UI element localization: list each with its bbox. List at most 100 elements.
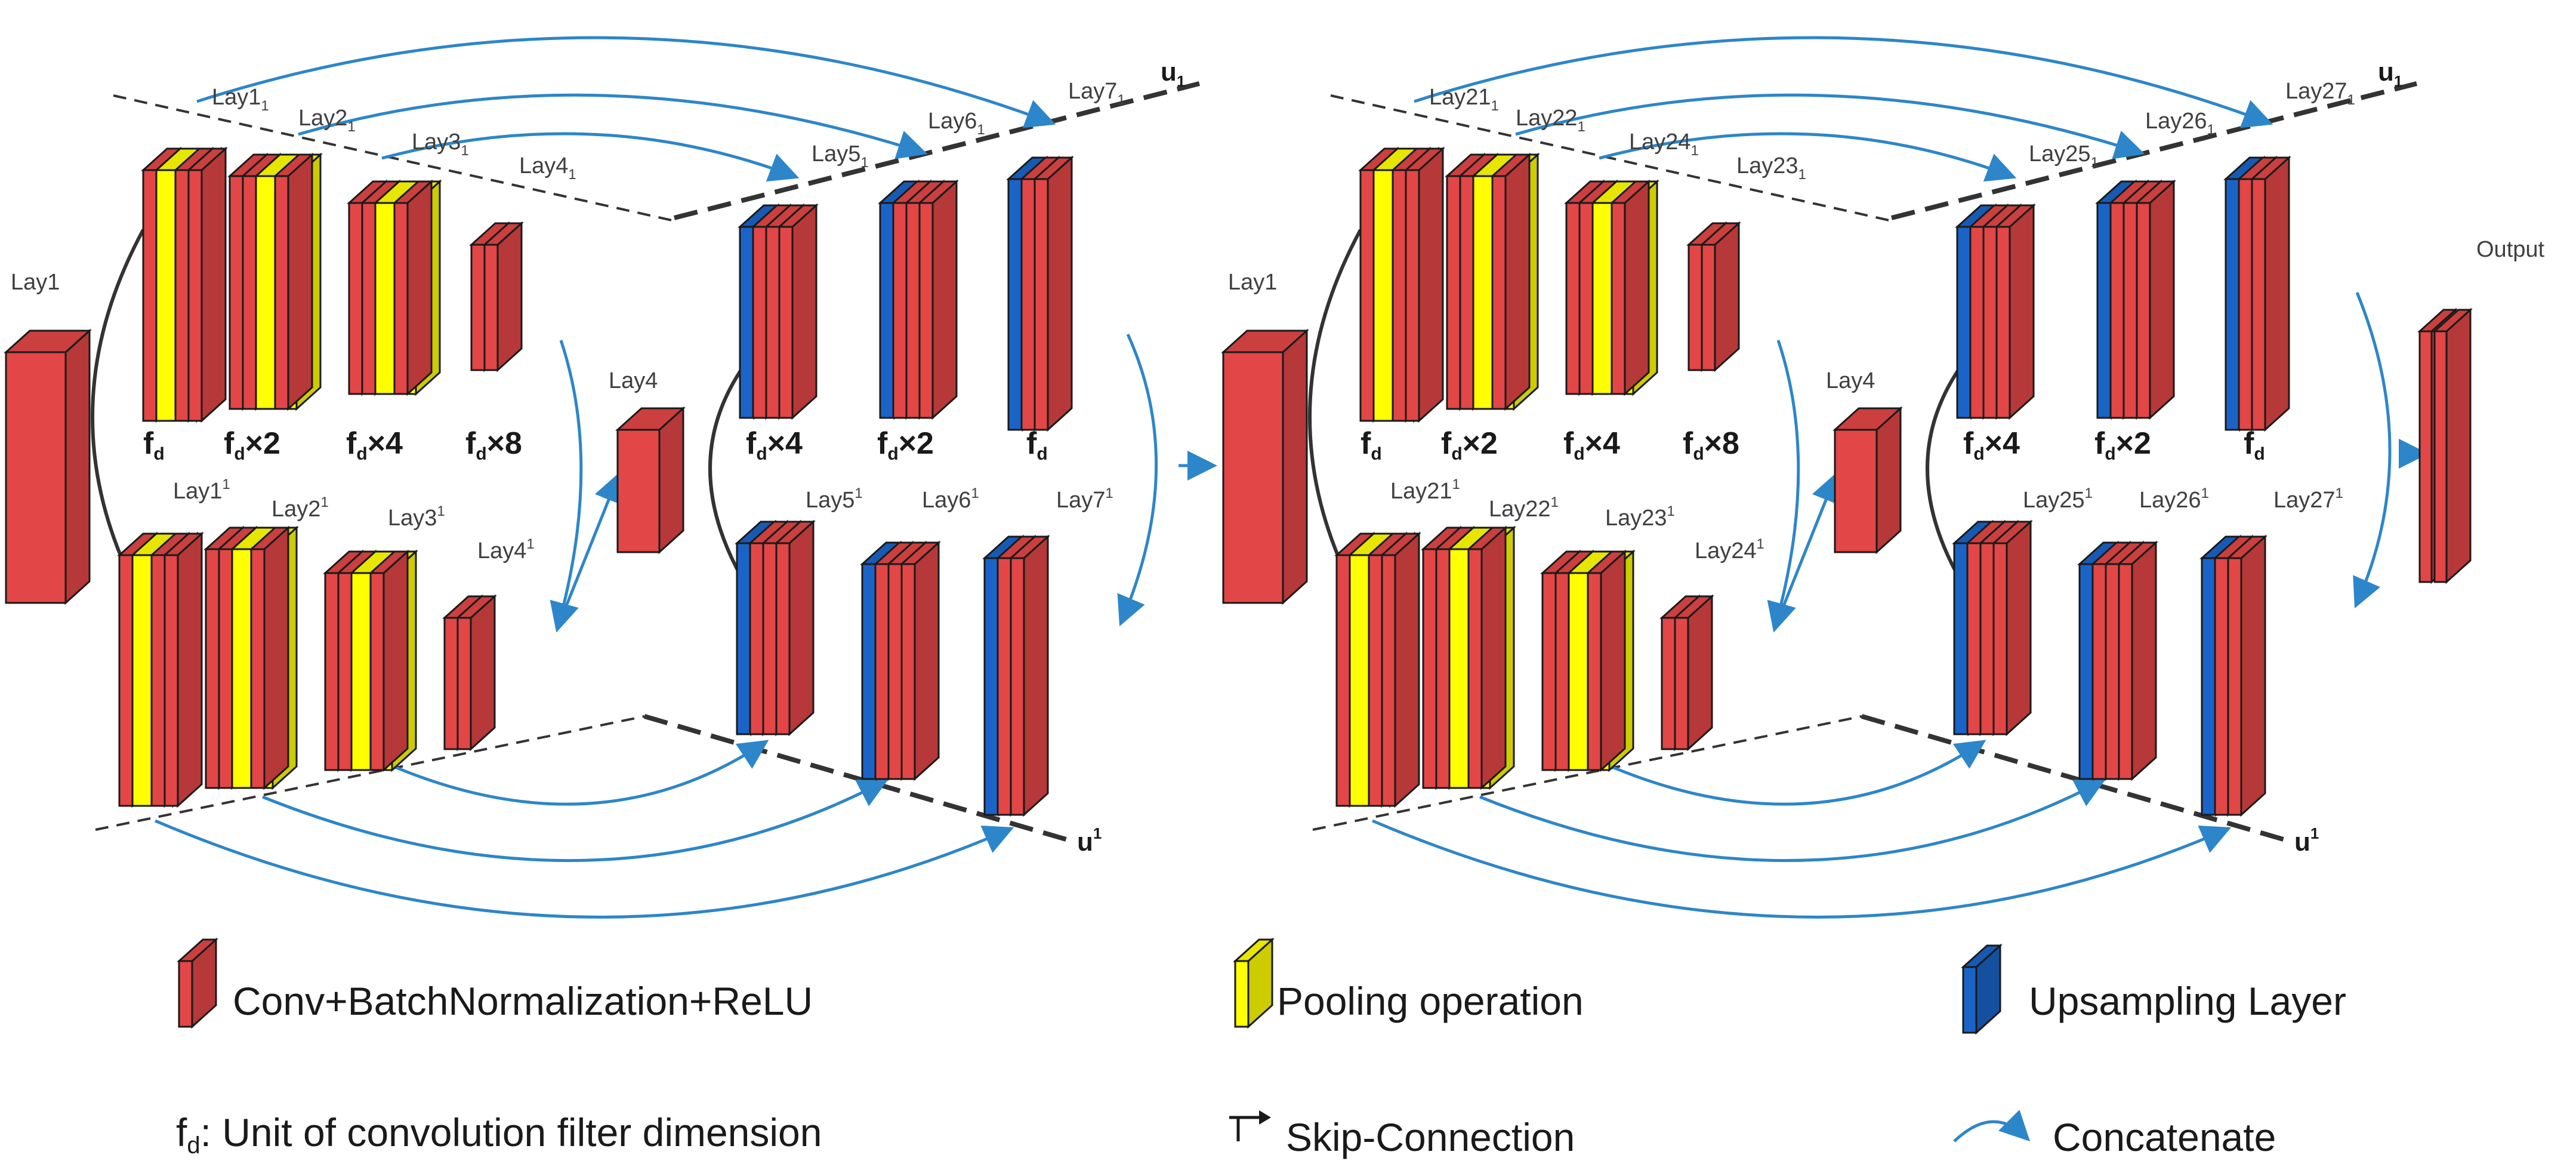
right-top-concat-arc-1: [1414, 36, 2273, 128]
left-top-dec-block-3-slab-3: [1032, 155, 1074, 432]
left-top-dec-block-1-slab-3-front: [765, 226, 780, 419]
left-top-dec-block-1-slab-4: [777, 203, 819, 420]
right-top-dec-block-2-slab-3-front: [2122, 202, 2138, 419]
left-input-block-side: [64, 328, 91, 605]
right-bot-enc-block-1-slab-4-front: [1381, 554, 1396, 807]
left-bot-enc-block-3-slab-1-front: [324, 572, 340, 771]
right-bot-dec-block-2-slab-3-front: [2105, 563, 2120, 780]
left-fd-label-3: fd×4: [346, 426, 403, 464]
left-top-dec-block-3-slab-2-front: [1020, 178, 1036, 431]
right-bot-dec-block-2-slab-4-front: [2118, 563, 2133, 780]
left-u-sup-label: u1: [1077, 824, 1102, 857]
legend-upsample-swatch-front: [1962, 966, 1977, 1034]
right-bot-enc-block-1-slab-4: [1380, 531, 1421, 808]
output-block-2: [2432, 307, 2473, 584]
right-top-enc-block-3-slab-2-front: [1578, 202, 1594, 395]
right-top-enc-block-2-slab-4: [1490, 152, 1532, 411]
left-top-dec-block-1-slab-4-side: [791, 203, 817, 420]
right-bot-dec-block-1-slab-1-front: [1953, 542, 1970, 735]
right-fd-label-4: fd×8: [1683, 426, 1739, 464]
left-top-layer-label-4: Lay41: [519, 153, 576, 183]
right-bottleneck-block-front: [1834, 429, 1878, 553]
right-top-enc-block-1-slab-4-front: [1405, 169, 1420, 422]
right-bottom-layer-label-1: Lay211: [1390, 476, 1460, 504]
right-output-merge-curve: [2353, 292, 2392, 609]
legend-conv-swatch-front: [178, 960, 193, 1028]
right-bot-enc-block-2-slab-2-front: [1435, 548, 1451, 789]
left-top-dec-block-1-slab-2-front: [752, 226, 767, 419]
right-bot-enc-block-2-slab-4-front: [1467, 548, 1483, 789]
right-top-dec-block-2-slab-4-side: [2149, 179, 2175, 420]
left-bot-dec-block-1-slab-4-side: [788, 519, 815, 737]
right-top-layer-label-1: Lay211: [1429, 85, 1499, 114]
left-bot-dec-block-3-slab-3: [1008, 534, 1050, 817]
right-top-layer-label-6: Lay261: [2145, 109, 2215, 138]
right-top-enc-block-2-slab-1-front: [1446, 175, 1461, 410]
legend-upsample-text: Upsampling Layer: [2029, 979, 2346, 1023]
left-bottom-dashed-line-right: [643, 714, 1075, 844]
legend-conv-text: Conv+BatchNormalization+ReLU: [233, 979, 813, 1023]
left-bottom-layer-label-6: Lay61: [922, 485, 979, 513]
left-fd-label-7: fd: [1026, 426, 1048, 464]
left-bottleneck-block-side: [658, 406, 684, 555]
output-block-2-side: [2445, 307, 2472, 584]
left-bot-enc-block-4-slab-2-front: [456, 617, 472, 750]
right-bottom-layer-label-6: Lay261: [2139, 485, 2209, 513]
right-bottom-dashed-line-left: [1312, 715, 1862, 831]
left-top-enc-block-1-slab-4: [186, 146, 228, 423]
left-u-sub-label: u1: [1161, 57, 1185, 90]
right-fd-label-1: fd: [1361, 426, 1382, 464]
left-top-dec-block-2-slab-4-front: [918, 202, 934, 419]
left-input-label: Lay1: [11, 270, 60, 295]
left-top-concat-arc-1: [196, 36, 1056, 128]
right-bot-dec-block-3-slab-2-front: [2214, 557, 2229, 816]
left-top-enc-block-3-slab-4-front: [393, 202, 409, 395]
left-output-merge-curve: [1117, 333, 1158, 627]
right-bot-dec-block-1-slab-2-front: [1966, 542, 1982, 735]
right-top-dec-block-1-slab-1-front: [1956, 226, 1973, 419]
right-bot-dec-block-3-slab-3: [2226, 534, 2268, 817]
right-bot-dec-block-2-slab-2-front: [2091, 563, 2107, 780]
legend-fd-text: fd: Unit of convolution filter dimension: [176, 1110, 822, 1159]
right-top-enc-block-4-slab-1-front: [1687, 244, 1703, 371]
left-top-enc-block-3-slab-4: [392, 179, 434, 396]
left-bot-enc-block-4-slab-2-side: [470, 594, 496, 752]
left-bot-dec-block-1-slab-2-front: [749, 542, 764, 735]
right-top-dec-block-2-slab-4: [2134, 179, 2176, 420]
right-bot-enc-block-3-slab-4-front: [1587, 572, 1602, 771]
right-top-concat-arc-2: [1515, 93, 2145, 159]
left-bot-enc-block-1-slab-3-front: [150, 554, 166, 807]
right-bot-dec-block-3-slab-1-front: [2201, 557, 2217, 816]
right-top-dec-block-2-slab-2-front: [2109, 202, 2125, 419]
right-bot-dec-block-2-slab-4: [2117, 540, 2158, 781]
left-top-enc-block-4-slab-2-side: [496, 221, 523, 372]
left-bot-dec-block-2-slab-4-front: [900, 563, 916, 780]
left-top-dashed-line-right: [674, 81, 1200, 220]
layer-blocks: [4, 146, 2473, 817]
left-top-layer-label-2: Lay21: [298, 106, 356, 135]
right-bot-enc-block-4-slab-2-side: [1687, 594, 1713, 752]
right-top-enc-block-3-slab-4-side: [1624, 179, 1650, 396]
legend-skip-text: Skip-Connection: [1286, 1115, 1575, 1159]
left-fd-label-4: fd×8: [465, 426, 522, 464]
left-bottleneck-block-front: [616, 429, 661, 553]
left-bot-enc-block-3-slab-2-front: [337, 572, 353, 771]
left-bot-enc-block-4-slab-2: [455, 594, 497, 752]
left-top-enc-block-3-slab-4-side: [406, 179, 433, 396]
left-bottom-layer-label-7: Lay71: [1056, 485, 1113, 513]
left-bot-enc-block-2-slab-4: [249, 525, 291, 790]
left-bottom-layer-label-2: Lay21: [272, 494, 329, 522]
right-input-block-front: [1222, 351, 1284, 604]
left-top-layer-label-6: Lay61: [928, 109, 985, 138]
right-top-dec-block-3-slab-1-front: [2225, 178, 2241, 431]
right-input-block: [1221, 328, 1309, 605]
right-top-enc-block-4-slab-2-front: [1701, 244, 1716, 371]
right-top-dec-block-3-slab-3-front: [2251, 178, 2266, 431]
right-bot-dec-block-2-slab-4-side: [2131, 540, 2157, 781]
left-bot-dec-block-1-slab-3-front: [762, 542, 778, 735]
right-top-enc-block-4-slab-2: [1699, 221, 1741, 372]
right-bot-concat-arc-2: [1479, 779, 2106, 863]
right-top-dec-block-1-slab-3-front: [1982, 226, 1998, 419]
